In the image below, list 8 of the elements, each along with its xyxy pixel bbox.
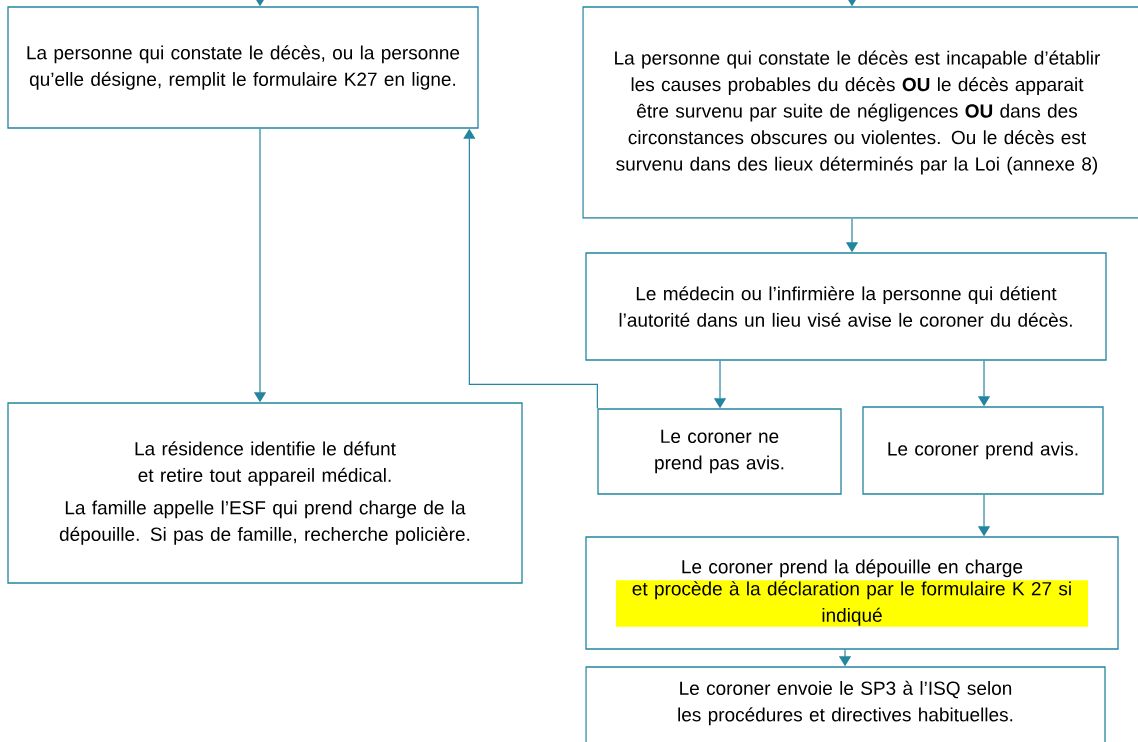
process-box: La résidence identifie le défunt et retire tout appareil médical. La famille appelle l’ESF qui prend charge de la dépouille. Si pas de famille, recherche policière. xyxy=(7,402,523,584)
process-box: Le coroner envoie le SP3 à l’ISQ selon les procédures et directives habituelles. xyxy=(585,666,1106,742)
process-box: Le médecin ou l’infirmière la personne qui détient l’autorité dans un lieu visé avise le coroner du décès. xyxy=(585,252,1107,361)
process-box: La personne qui constate le décès, ou la personne qu’elle désigne, remplit le formulaire K27 en ligne. xyxy=(7,6,479,129)
process-box: Le coroner ne prend pas avis. xyxy=(597,408,842,495)
process-box: Le coroner prend la dépouille en charge et procède à la déclaration par le formulaire K 27 si indiqué xyxy=(585,536,1119,650)
process-box: La personne qui constate le décès est incapable d’établir les causes probables du décès OU le décès apparait être survenu par suite de négligences OU dans des circonstances obscures ou violentes. Ou le décès est survenu dans des lieux déterminés par la Loi (annexe 8) xyxy=(582,6,1138,219)
process-box: Le coroner prend avis. xyxy=(862,406,1104,495)
